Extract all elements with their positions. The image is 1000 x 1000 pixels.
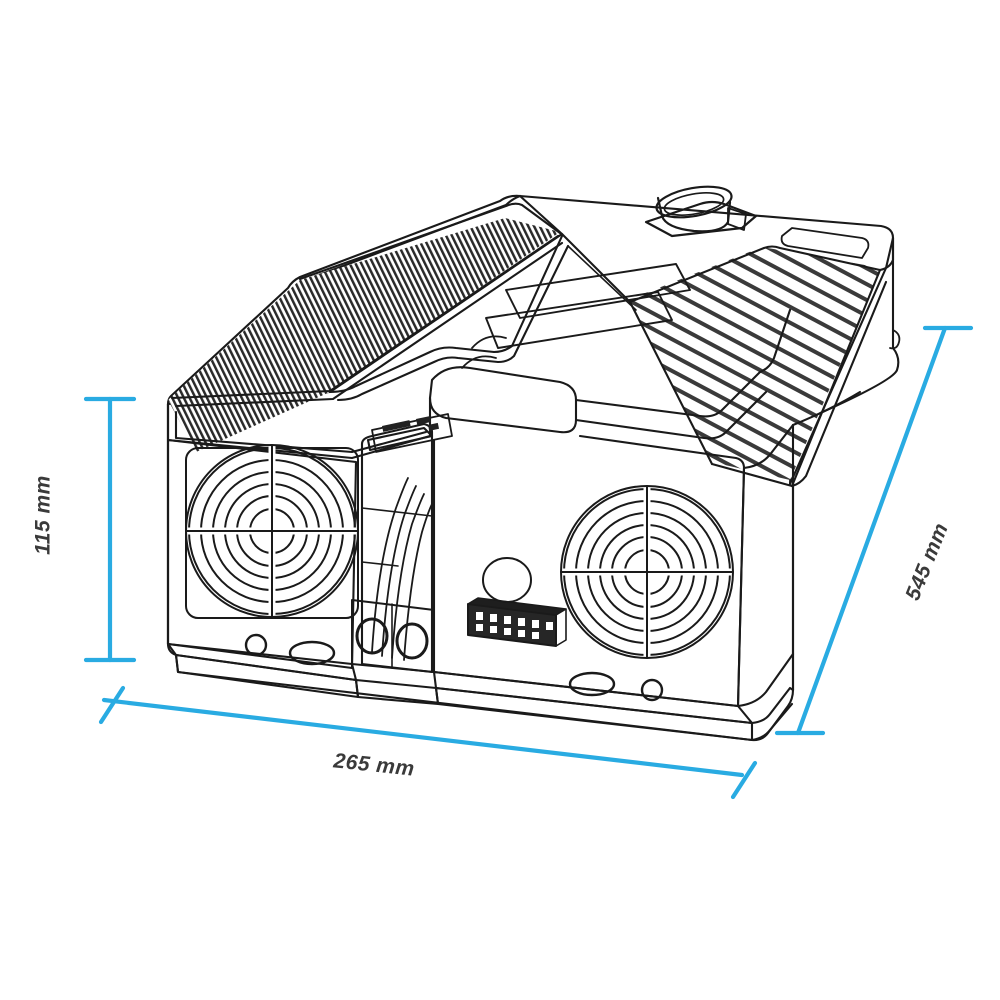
top-right-pocket: [780, 227, 870, 259]
left-fan-outer-rim: [185, 444, 359, 618]
cable-curve-3: [391, 493, 425, 659]
terminal-block: [467, 597, 567, 647]
width-dim-line: [101, 697, 745, 778]
width-tick-right: [730, 760, 758, 800]
height-dimension-label: 115 mm: [32, 475, 55, 555]
flange-hole-round-right: [640, 678, 664, 702]
right-body-edge-2: [736, 652, 795, 708]
dimension-annotations: [83, 325, 974, 800]
mounting-flange: [166, 633, 795, 742]
right-fan-grille: [560, 485, 734, 659]
cable-curve-4: [403, 503, 433, 661]
dc-terminal-positive: [395, 622, 429, 660]
left-fan-grille: [185, 444, 359, 619]
width-tick-left: [98, 685, 126, 725]
right-body-edge: [742, 423, 795, 470]
deck-rib-seam-2: [567, 245, 637, 311]
indicator-led-3: [428, 422, 440, 431]
vent-arc-2: [461, 355, 497, 369]
flange-right-corner-2: [750, 702, 794, 742]
dimension-depth: [774, 325, 974, 736]
rib-field-boundary: [628, 245, 882, 304]
center-column: [360, 413, 453, 674]
deck-rib-seam: [560, 232, 632, 304]
top-right-bevel: [878, 236, 895, 272]
center-column-top-face: [366, 426, 434, 452]
connector-barrel-top: [655, 185, 733, 219]
top-deck-front-border: [328, 234, 564, 394]
connector-barrel-side: [656, 196, 732, 233]
indicator-led-1: [381, 420, 411, 432]
flange-center: [354, 678, 440, 706]
rib-field-right-edge: [790, 268, 882, 488]
flange-slot-left: [288, 640, 336, 666]
dimension-width: [98, 685, 758, 800]
terminal-block-pins: [476, 612, 553, 639]
right-body-vertical-inner: [736, 466, 746, 708]
heatsink-left-boundary-upper: [298, 202, 562, 281]
column-inner-seam-2: [361, 561, 399, 567]
cable-curve-2: [381, 485, 417, 657]
column-inner-seam: [361, 507, 433, 517]
connector-tab: [727, 207, 747, 231]
front-recess-right-wall-2: [574, 390, 768, 440]
top-vent-arcs: [461, 335, 507, 369]
vent-arc-1: [471, 335, 507, 349]
connector-inner-ring: [663, 192, 725, 216]
flange-slot-right: [568, 671, 616, 697]
top-connector: [644, 185, 758, 238]
right-fan-outer-rim: [560, 485, 734, 659]
flange-hole-round-left: [244, 633, 268, 657]
top-label-panels: [485, 263, 691, 349]
indicator-led-2: [416, 416, 431, 425]
cable-curve-1: [371, 477, 409, 653]
dc-terminal-negative: [355, 617, 389, 655]
right-face-crease: [791, 390, 862, 427]
flange-right-corner: [750, 686, 795, 725]
enclosure-outline: [166, 194, 900, 742]
connector-base-plate: [644, 200, 758, 238]
top-deck-front-border-inner: [336, 244, 570, 402]
front-recess-to-rib: [758, 308, 792, 374]
center-column-outline: [360, 422, 434, 674]
front-recess-right-wall: [574, 370, 762, 418]
terminal-block-shadow: [555, 608, 567, 647]
dimension-height: [83, 396, 137, 663]
heatsink-left-lip: [174, 241, 564, 408]
rib-field-bottom: [710, 462, 794, 488]
depth-dim-line: [795, 325, 948, 736]
status-indicator: [482, 557, 532, 603]
label-panel-upper: [505, 263, 691, 319]
label-panel-lower: [485, 291, 673, 349]
right-edge-nub: [889, 329, 901, 350]
